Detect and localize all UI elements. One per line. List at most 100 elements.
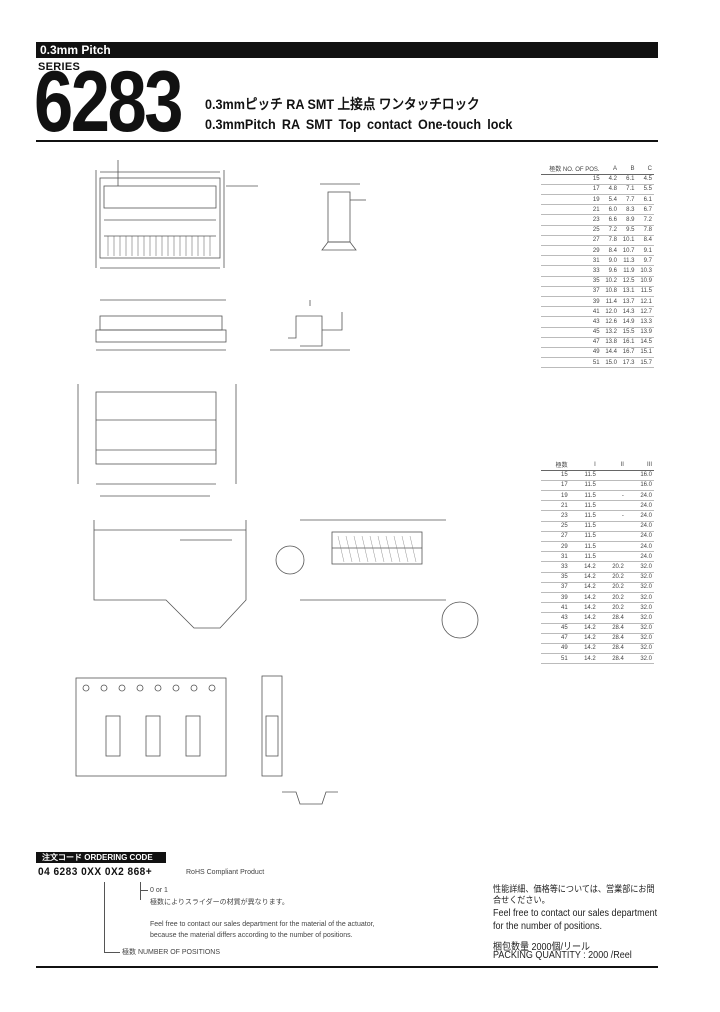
table-cell: 12.5 [619, 276, 637, 287]
table-cell: 32.0 [625, 612, 654, 624]
table-cell [597, 470, 626, 481]
table-cell: 16.0 [625, 480, 654, 492]
table-cell: 14.3 [619, 306, 637, 318]
code-leader-line [104, 952, 120, 953]
table-cell: 17 [541, 480, 570, 492]
table-cell: 5.5 [636, 184, 654, 196]
table-cell: 13.8 [601, 337, 620, 348]
table-cell [597, 480, 626, 492]
table-cell: 32.0 [625, 592, 654, 604]
table-cell: 15.5 [619, 327, 637, 338]
table-cell: 32.0 [625, 643, 654, 655]
table-cell: 24.0 [625, 541, 654, 553]
table-cell: 13.7 [619, 296, 637, 308]
code-leader-line [140, 882, 141, 900]
table-cell: 47 [541, 633, 570, 644]
table-header-cell: B [619, 164, 637, 175]
ordering-code: 04 6283 0XX 0X2 868+ [38, 866, 153, 878]
table-cell: 6.0 [601, 204, 620, 216]
connector-side-view [320, 183, 366, 251]
table-cell: 29 [541, 541, 570, 553]
ordering-code-heading: 注文コード ORDERING CODE [36, 852, 166, 863]
table-cell: 32.0 [625, 602, 654, 614]
table-header-row: 極数 NO. OF POS. A B C [541, 164, 654, 175]
pitch-heading: 0.3mm Pitch [36, 42, 658, 58]
table-cell: 14.2 [569, 633, 598, 644]
table-cell: 4.2 [601, 174, 620, 185]
table-cell: 13.3 [636, 316, 654, 328]
table-header-cell: I [569, 460, 598, 471]
table-cell: 10.3 [636, 265, 654, 277]
table-cell: 14.2 [569, 612, 598, 624]
packing-quantity-en: PACKING QUANTITY : 2000 /Reel [493, 950, 632, 961]
contact-note-line1: Feel free to contact our sales departmen… [150, 921, 375, 928]
footer-rule [36, 966, 658, 968]
table-cell: 7.2 [636, 214, 654, 226]
table-cell: 14.2 [569, 623, 598, 634]
table-cell: 11.5 [569, 541, 598, 553]
table-cell: 8.3 [619, 204, 637, 216]
series-number: 6283 [34, 54, 184, 150]
table-cell: 13.1 [619, 286, 637, 297]
drawing-hatch [337, 535, 417, 563]
table-cell: 14.2 [569, 653, 598, 665]
table-cell: 25 [541, 521, 570, 532]
table-cell: 41 [541, 306, 602, 318]
table-cell: 11.5 [569, 480, 598, 492]
table-cell: 7.8 [601, 235, 620, 247]
contact-note-line2: because the material differs according t… [150, 932, 353, 939]
table-cell: - [597, 490, 626, 502]
table-cell: 27 [541, 531, 570, 543]
table-cell: 9.7 [636, 255, 654, 267]
table-cell: 13.2 [601, 327, 620, 338]
table-cell: 20.2 [597, 561, 626, 573]
table-cell: 12.1 [636, 296, 654, 308]
table-header-row: 極数 I II III [541, 460, 654, 471]
table-cell: 32.0 [625, 561, 654, 573]
table-cell: 17 [541, 184, 602, 196]
table-cell: 12.0 [601, 306, 620, 318]
table-cell: 20.2 [597, 572, 626, 583]
table-cell: 12.6 [601, 316, 620, 328]
table-cell: - [597, 510, 626, 522]
table-cell: 28.4 [597, 643, 626, 655]
table-cell: 21 [541, 204, 602, 216]
table-cell: 14.2 [569, 602, 598, 614]
table-cell: 37 [541, 582, 570, 593]
table-cell: 14.4 [601, 347, 620, 359]
table-cell: 15.1 [636, 347, 654, 359]
table-cell: 11.9 [619, 265, 637, 277]
table-cell: 45 [541, 327, 602, 338]
table-cell: 5.4 [601, 194, 620, 206]
table-cell: 41 [541, 602, 570, 614]
table-cell: 11.5 [569, 510, 598, 522]
table-cell [597, 500, 626, 512]
cross-section-view [270, 300, 350, 351]
table-cell: 10.2 [601, 276, 620, 287]
table-cell [597, 531, 626, 543]
table-cell: 32.0 [625, 653, 654, 665]
table-cell: 11.4 [601, 296, 620, 308]
table-cell: 32.0 [625, 623, 654, 634]
